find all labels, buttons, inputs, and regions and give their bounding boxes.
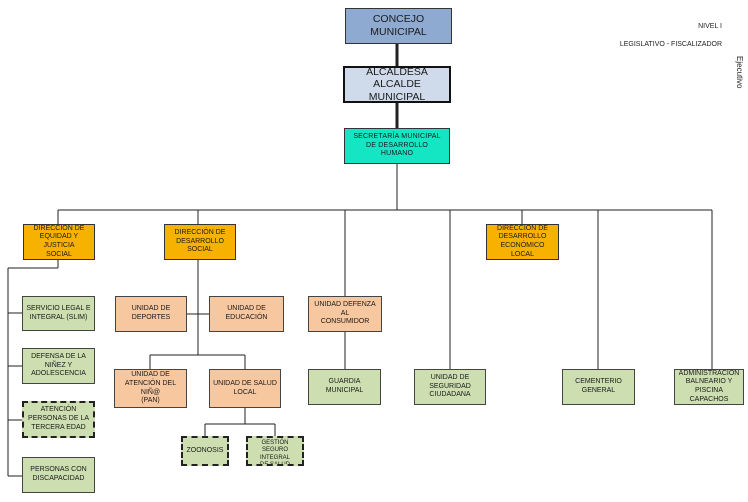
unidad-deportes-box: UNIDAD DE DEPORTES — [115, 296, 187, 332]
tercera-edad-box: ATENCIÓN PERSONAS DE LA TERCERA EDAD — [22, 401, 95, 438]
concejo-municipal-box: CONCEJO MUNICIPAL — [345, 8, 452, 44]
secretaria-box: SECRETARÍA MUNICIPAL DE DESARROLLO HUMAN… — [344, 128, 450, 164]
discapacidad-box: PERSONAS CON DISCAPACIDAD — [22, 457, 95, 493]
balneario-box: ADMINISTRACIÓN BALNEARIO Y PISCINA CAPAC… — [674, 369, 744, 405]
gestion-seguro-box: UNIDAD GESTIÓN SEGURO INTEGRAL DE SALUD — [246, 436, 304, 466]
seguridad-ciudadana-box: UNIDAD DE SEGURIDAD CIUDADANA — [414, 369, 486, 405]
unidad-atencion-nino-box: UNIDAD DE ATENCIÓN DEL NIÑ@ (PAN) — [114, 369, 187, 408]
unidad-educacion-box: UNIDAD DE EDUCACIÓN — [209, 296, 284, 332]
zoonosis-box: ZOONOSIS — [181, 436, 229, 466]
guardia-municipal-box: GUARDIA MUNICIPAL — [308, 369, 381, 405]
slim-box: SERVICIO LEGAL E INTEGRAL (SLIM) — [22, 296, 95, 331]
direccion-desarrollo-social-box: DIRECCIÓN DE DESARROLLO SOCIAL — [164, 224, 236, 260]
legislativo-fiscalizador-label: LEGISLATIVO - FISCALIZADOR — [619, 41, 722, 49]
alcaldesa-box: ALCALDESA ALCALDE MUNICIPAL — [343, 66, 451, 103]
defensa-ninez-box: DEFENSA DE LA NIÑEZ Y ADOLESCENCIA — [22, 348, 95, 384]
cementerio-box: CEMENTERIO GENERAL — [562, 369, 635, 405]
nivel-1-label: NIVEL I — [698, 23, 722, 31]
defensa-consumidor-box: UNIDAD DEFENZA AL CONSUMIDOR — [308, 296, 382, 332]
unidad-salud-box: UNIDAD DE SALUD LOCAL — [209, 369, 281, 408]
direccion-equidad-box: DIRECCIÓN DE EQUIDAD Y JUSTICIA SOCIAL — [23, 224, 95, 260]
direccion-desarrollo-economico-box: DIRECCIÓN DE DESARROLLO ECONÓMICO LOCAL — [486, 224, 559, 260]
nivel-label: NIVEL I LEGISLATIVO - FISCALIZADOR — [620, 13, 722, 58]
ejecutivo-vertical-label: Ejecutivo — [735, 56, 744, 89]
